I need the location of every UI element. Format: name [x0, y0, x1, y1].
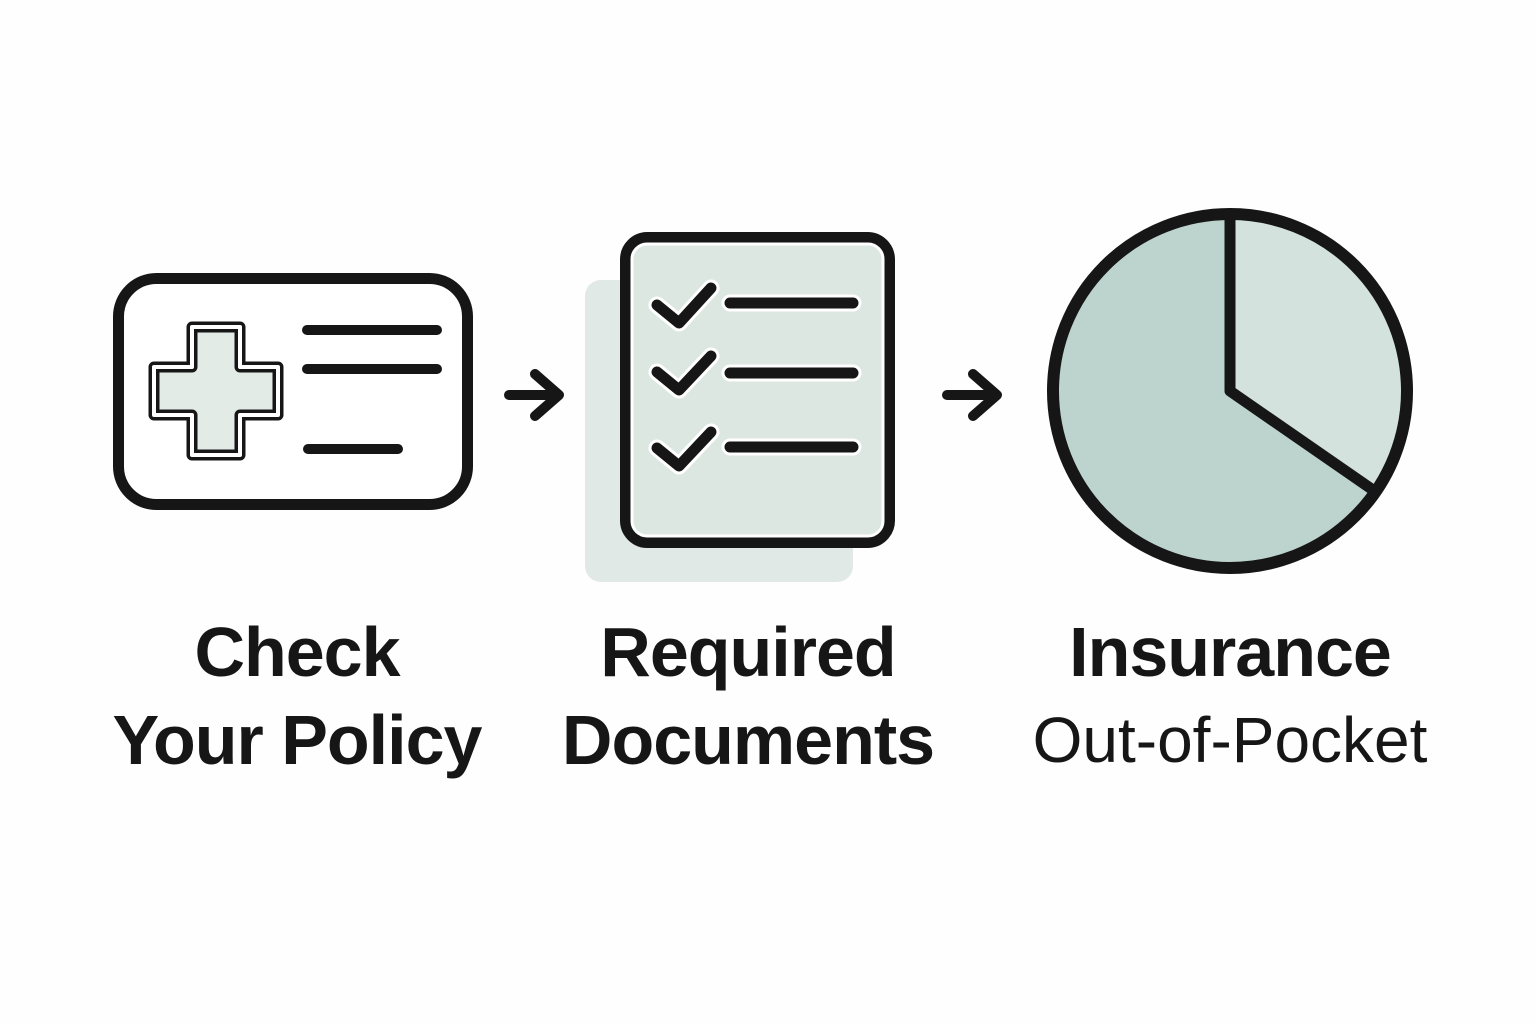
- step-label-check-your-policy: Check Your Policy: [57, 608, 537, 784]
- arrow-right-icon: [504, 369, 564, 421]
- insurance-card-icon: [113, 273, 473, 510]
- step-label-line: Your Policy: [112, 701, 483, 779]
- medical-cross-inner-gap: [152, 325, 280, 457]
- document-inner-gap: [630, 242, 885, 538]
- step-label-line: Check: [194, 613, 400, 691]
- step-label-line: Insurance: [1069, 613, 1392, 691]
- card-text-lines: [302, 325, 442, 454]
- step-label-line: Out-of-Pocket: [1032, 704, 1428, 776]
- step-label-insurance-out-of-pocket: Insurance Out-of-Pocket: [990, 608, 1470, 784]
- document-page: [620, 232, 895, 548]
- checklist-document-icon: [585, 232, 895, 582]
- step-label-line: Documents: [561, 701, 935, 779]
- checklist-text-lines: [724, 297, 859, 453]
- arrow-stroke: [504, 369, 564, 421]
- arrow-right-icon: [942, 369, 1002, 421]
- step-label-required-documents: Required Documents: [508, 608, 988, 784]
- checkmark-icons: [651, 282, 717, 472]
- pie-chart-icon: [1047, 208, 1413, 574]
- step-label-line: Required: [600, 613, 896, 691]
- pie-outline: [1047, 208, 1413, 574]
- pie-divider-lines: [1224, 211, 1379, 496]
- arrow-stroke: [942, 369, 1002, 421]
